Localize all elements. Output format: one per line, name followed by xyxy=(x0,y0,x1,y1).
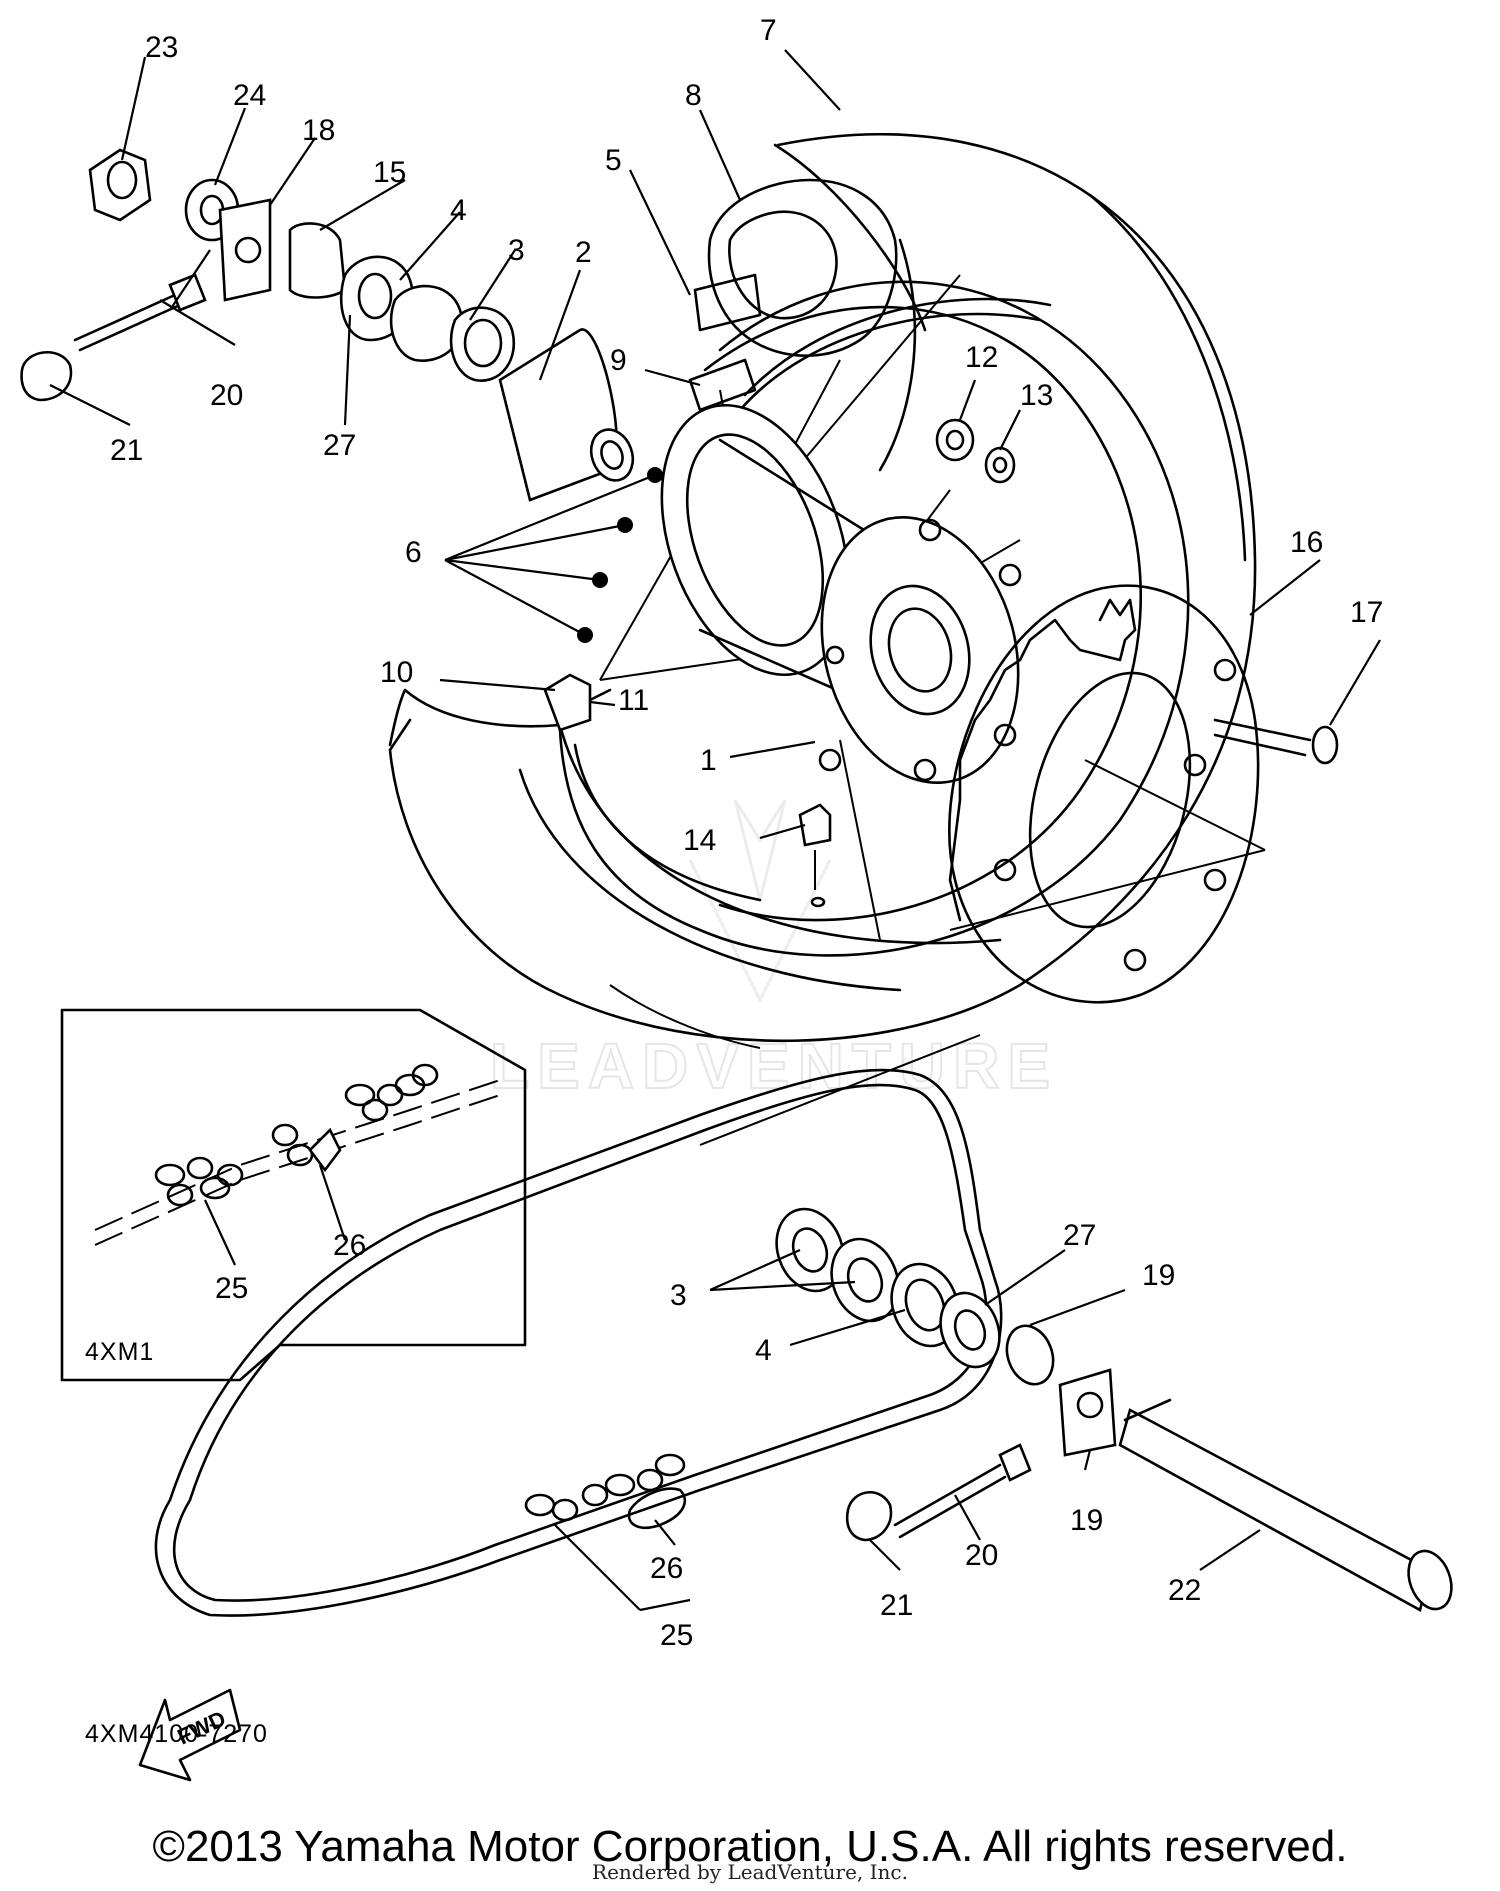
callout-4b: 4 xyxy=(755,1334,772,1367)
callout-3b: 3 xyxy=(670,1279,687,1312)
rendered-by-credit: Rendered by LeadVenture, Inc. xyxy=(592,1860,908,1884)
callout-1: 1 xyxy=(700,744,717,777)
chain-adjuster-bolt-right xyxy=(845,1443,1032,1542)
callout-14: 12 xyxy=(965,341,998,374)
callout-17: 15 xyxy=(373,156,406,189)
callout-22: 22 xyxy=(1168,1574,1201,1607)
drive-chain xyxy=(154,1034,1003,1617)
callout-3a: 3 xyxy=(508,234,525,267)
callout-4a: 4 xyxy=(450,194,467,227)
right-axle-stack xyxy=(775,1207,1117,1457)
chain-adjuster-bolt-left xyxy=(20,273,207,402)
callout-13: 17 xyxy=(1350,596,1383,629)
rim-lock xyxy=(543,673,612,732)
callout-10: 10 xyxy=(380,656,413,689)
callout-15: 13 xyxy=(1020,379,1053,412)
callout-19a: 18 xyxy=(302,114,335,147)
callout-8: 8 xyxy=(685,79,702,112)
callout-18: 19 xyxy=(1142,1259,1175,1292)
callout-20b: 20 xyxy=(965,1539,998,1572)
callout-27a: 27 xyxy=(323,429,356,462)
rim xyxy=(558,280,1190,957)
sprocket xyxy=(948,584,1266,1004)
hub xyxy=(660,403,1022,784)
left-axle-stack xyxy=(88,148,635,502)
callout-27b: 27 xyxy=(1063,1219,1096,1252)
callout-11: 11 xyxy=(618,684,649,717)
inner-tube xyxy=(688,178,917,472)
callout-2: 2 xyxy=(575,236,592,269)
copyright-notice: ©2013 Yamaha Motor Corporation, U.S.A. A… xyxy=(152,1822,1348,1871)
callout-21b: 21 xyxy=(880,1589,913,1622)
valve-cap xyxy=(798,803,832,908)
inset-label: 4XM1 xyxy=(85,1338,154,1366)
callout-25a: 25 xyxy=(215,1272,248,1305)
callout-20a: 20 xyxy=(210,379,243,412)
diagram-code: 4XM4100-7270 xyxy=(85,1720,268,1748)
callout-5: 5 xyxy=(605,144,622,177)
callout-26a: 26 xyxy=(333,1229,366,1262)
callout-19b: 19 xyxy=(1070,1504,1103,1537)
callout-12: 16 xyxy=(1290,526,1323,559)
brake-disc-nut xyxy=(935,418,1016,484)
tire xyxy=(388,133,1257,1049)
inset-4xm1: 4XM1 xyxy=(60,1008,527,1382)
callout-24: 24 xyxy=(233,79,266,112)
spoke-nipples xyxy=(577,467,663,643)
callout-21a: 21 xyxy=(110,434,143,467)
callout-labels: 23 24 18 15 4 3 2 5 8 7 9 20 21 27 6 10 … xyxy=(110,14,1383,1652)
rim-band xyxy=(738,297,1052,412)
callout-6: 6 xyxy=(405,536,422,569)
callout-7: 7 xyxy=(760,14,777,47)
sprocket-bolt xyxy=(1213,718,1339,765)
callout-25b: 25 xyxy=(660,1619,693,1652)
leader-lines xyxy=(49,49,1381,1612)
callout-16: 14 xyxy=(683,824,716,857)
callout-26b: 26 xyxy=(650,1552,683,1585)
callout-23: 23 xyxy=(145,31,178,64)
wheel-axle xyxy=(1118,1398,1453,1612)
callout-9: 9 xyxy=(610,344,627,377)
